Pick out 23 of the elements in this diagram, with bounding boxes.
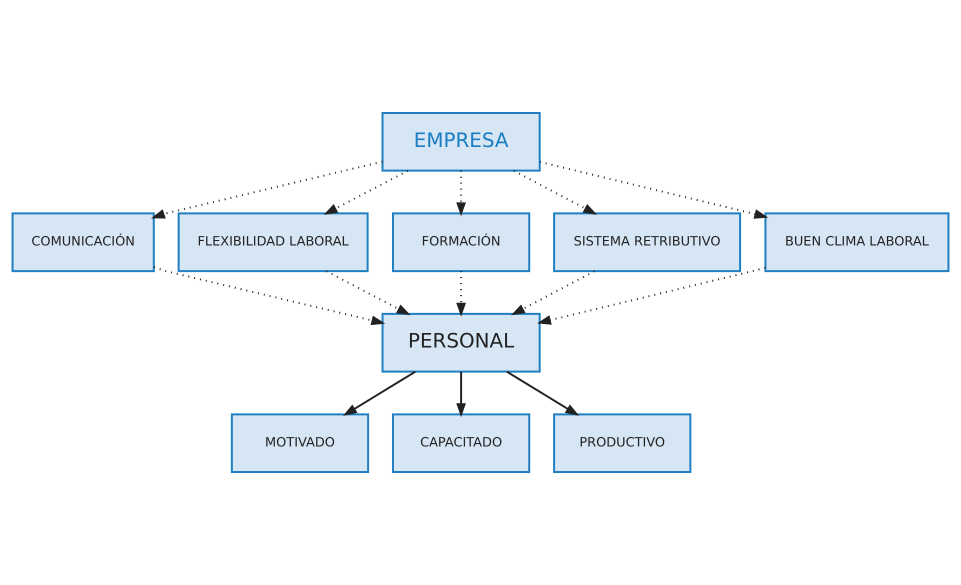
node-box: EMPRESA	[382, 112, 541, 172]
node-box: COMUNICACIÓN	[12, 212, 155, 272]
node-box: PERSONAL	[382, 312, 541, 373]
arrow	[342, 370, 416, 416]
arrow	[540, 160, 768, 219]
arrow	[456, 170, 466, 216]
arrow	[506, 370, 580, 416]
arrow	[456, 271, 466, 317]
arrow	[154, 266, 386, 326]
arrow	[537, 266, 766, 325]
arrow	[456, 372, 466, 418]
node-box: SISTEMA RETRIBUTIVO	[553, 212, 742, 272]
arrow	[324, 170, 408, 215]
node-box: FLEXIBILIDAD LABORAL	[178, 212, 369, 272]
node-box: FORMACIÓN	[392, 212, 530, 272]
node-box: MOTIVADO	[230, 413, 370, 474]
arrow	[511, 270, 595, 316]
arrow	[326, 270, 411, 316]
node-box: PRODUCTIVO	[553, 413, 692, 474]
arrow	[513, 170, 598, 215]
node-box: CAPACITADO	[392, 413, 530, 474]
arrow	[151, 160, 383, 219]
node-box: BUEN CLIMA LABORAL	[764, 212, 950, 272]
